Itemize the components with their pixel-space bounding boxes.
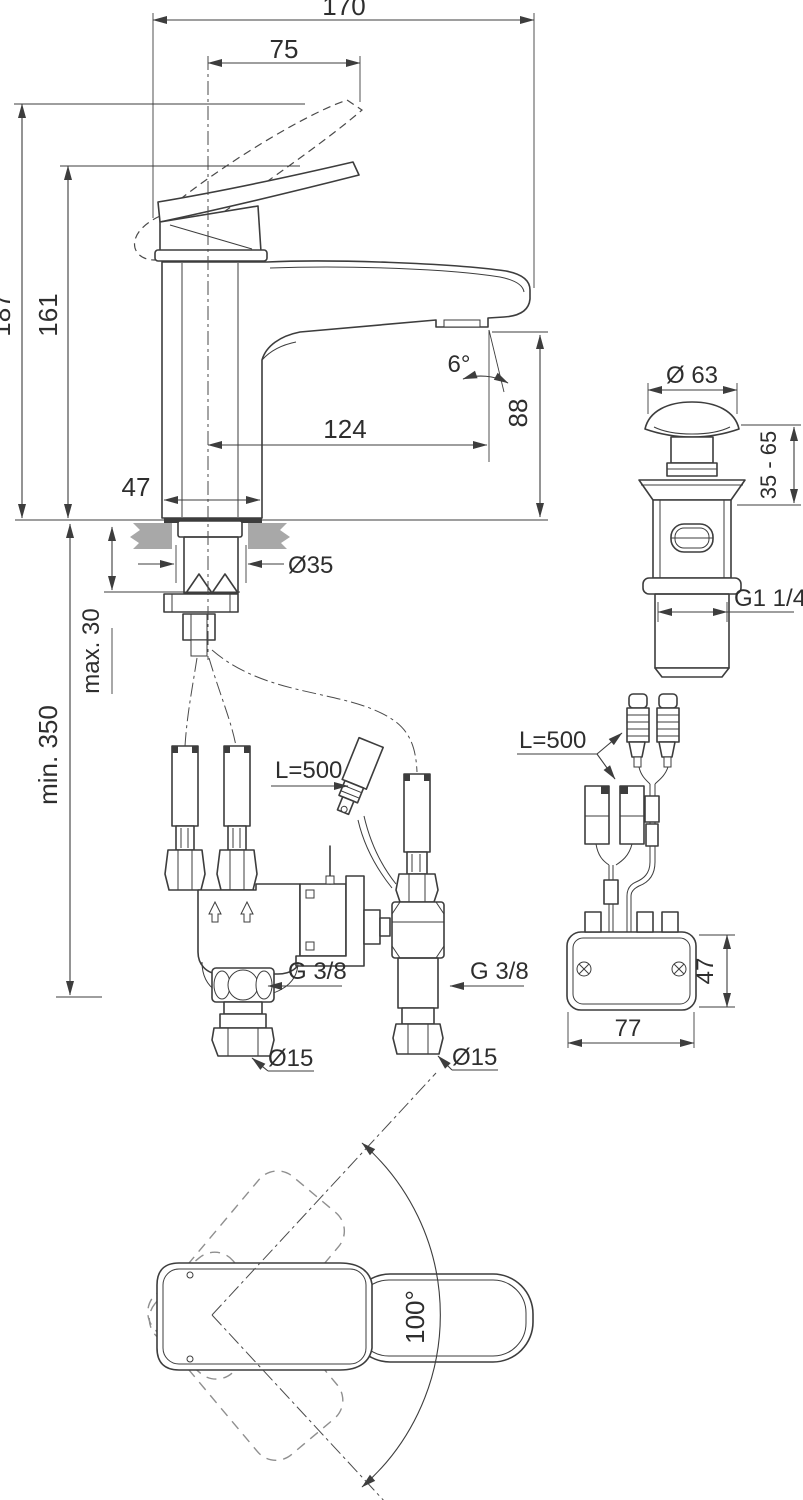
dim-161: 161 [33,165,300,519]
dim-right-pipe-diameter: Ø15 [452,1044,497,1071]
dim-spout-reach: 124 [323,414,366,444]
dim-left-pipe-diameter: Ø15 [268,1045,313,1072]
spade-connector-right [619,785,645,845]
countertop [15,519,548,549]
power-plug-right [656,693,680,768]
dim-box-width: 77 [615,1015,642,1042]
dim-187: 187 [0,103,305,519]
label-g38-right: G 3/8 [449,958,529,990]
dim-box-height: 47 [692,958,719,985]
dim-overall-height: 187 [0,293,16,336]
dim-75: 75 [207,34,361,102]
dim-handle-swivel-angle: 100° [400,1290,430,1344]
dim-waste-thread: G1 1/4 [734,585,803,612]
dim-hose-length: L=500 [275,757,342,784]
dim-min-clearance: min. 350 [33,705,63,805]
dim-min-350: min. 350 [33,523,102,998]
dim-overall-depth: 170 [322,0,365,21]
dim-height-to-handle: 161 [33,293,63,336]
hose-single [403,773,431,853]
handle-dashed-positions [147,1170,346,1461]
control-box [566,911,697,1011]
handle-raised-dashed [133,99,363,261]
power-plug-left [626,693,650,768]
label-d15-left: Ø15 [251,1045,314,1072]
label-d15-right: Ø15 [437,1044,498,1071]
dim-cap-63: Ø 63 [647,362,738,414]
dim-35-65: 35 - 65 [737,424,801,506]
mounting-nut [182,613,216,641]
solenoid-unit [295,845,391,967]
mounting-shank [163,520,243,657]
dim-cable-length: L=500 [519,727,586,754]
label-l500-hose: L=500 [271,757,349,790]
dim-handle-projection: 75 [270,34,299,64]
hose-left [171,745,199,827]
dim-g114: G1 1/4 [657,585,803,622]
dim-box-77: 77 [567,1012,695,1048]
hose-right [223,745,251,827]
right-valve-assembly: L=500 G 3/8 Ø15 [271,736,529,1071]
handle-top-view: 100° [147,1072,534,1500]
dim-waste-height-adjust: 35 - 65 [756,431,781,500]
check-valve-single [391,901,445,959]
dim-waste-cap-diameter: Ø 63 [666,362,718,389]
waste-flange [638,479,746,501]
dim-right-valve-thread: G 3/8 [470,958,529,985]
dim-box-47: 47 [692,934,735,1008]
dim-47-body: 47 [122,472,261,504]
dim-deck-max-thickness: max. 30 [78,608,105,693]
check-valve [211,967,275,1003]
label-g38-left: G 3/8 [267,958,347,990]
dim-deck-hole-diameter: Ø35 [288,552,333,579]
dim-outlet-angle: 6° [448,351,471,378]
faucet-side-view: 6° [0,0,548,998]
left-valve-assembly: G 3/8 Ø15 [164,745,391,1072]
supply-leader-lines [184,649,418,773]
handle-solid [156,1262,534,1371]
waste-cap [644,401,740,438]
valve-block [197,883,301,975]
waste-body [652,499,732,579]
pop-up-waste-view: Ø 63 35 - 65 [638,362,803,678]
dim-spout-outlet-height: 88 [503,399,533,428]
faucet-body-spout [161,260,531,519]
label-l500-cable: L=500 [517,727,623,780]
dim-88: 88 [492,331,548,518]
dim-base-width: 47 [122,472,151,502]
outlet-angle-detail: 6° [448,329,509,462]
aerator [443,319,481,328]
control-box-view: L=500 47 77 [517,693,735,1048]
swivel-arc: 100° [361,1142,441,1488]
dim-hole-35: Ø35 [138,545,333,583]
sensor-plug [336,736,384,816]
dim-124: 124 [207,414,488,449]
neck-ring [154,249,268,262]
dim-170: 170 [152,0,535,288]
dim-max-30: max. 30 [78,526,240,694]
spade-connector-left [584,785,610,845]
waste-thread [654,593,730,678]
dim-left-valve-thread: G 3/8 [288,958,347,985]
